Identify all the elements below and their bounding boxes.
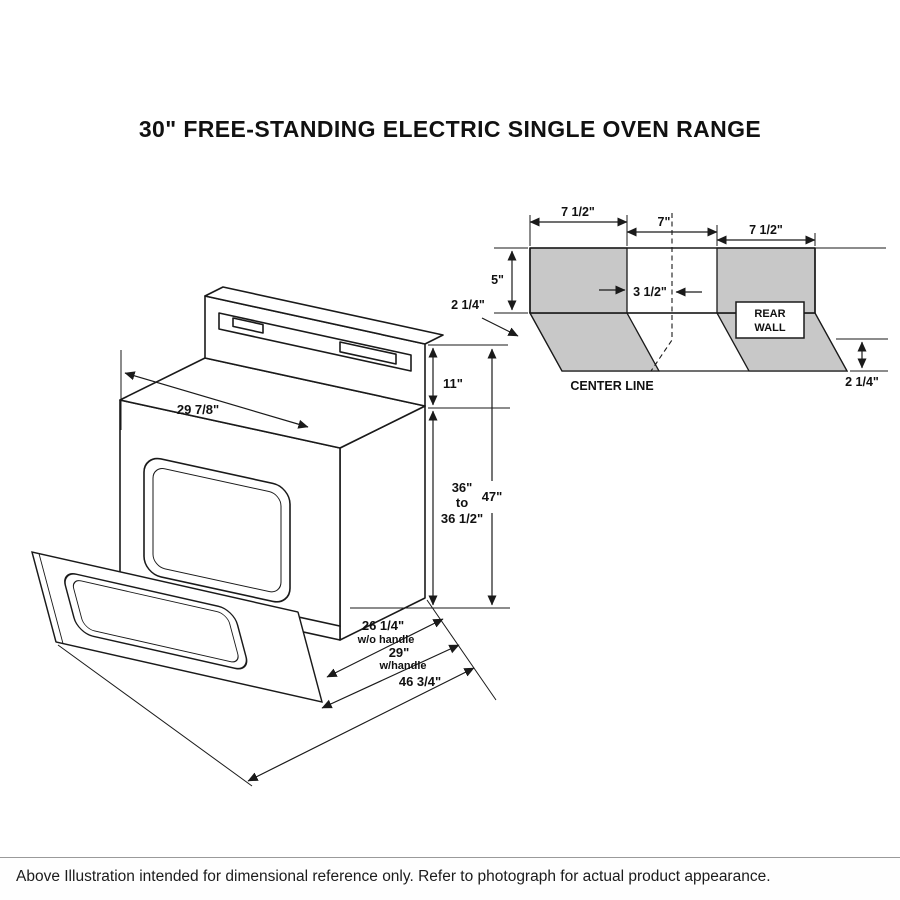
dim-label-depth-no-handle-note: w/o handle xyxy=(357,634,415,646)
footer-note: Above Illustration intended for dimensio… xyxy=(0,857,900,900)
dim-label-cooktop-width: 29 7/8" xyxy=(177,402,219,417)
oven-opening-inner-line xyxy=(152,468,282,593)
control-panel-knob-area xyxy=(232,317,264,334)
wall-extension-lines-right xyxy=(836,338,888,372)
rear-wall-box xyxy=(735,301,805,339)
backsplash-top xyxy=(204,286,444,345)
dim-label-depth-no-handle: 26 1/4" xyxy=(362,618,404,633)
control-panel-band xyxy=(218,312,412,372)
open-door-group xyxy=(31,551,323,703)
page-title: 30" FREE-STANDING ELECTRIC SINGLE OVEN R… xyxy=(138,116,762,142)
dim-label-overall-height: 47" xyxy=(482,489,503,504)
control-panel-display xyxy=(339,341,397,365)
door-edge-line xyxy=(38,553,64,644)
door-window-outline xyxy=(64,573,248,670)
dim-label-left-depth: 2 1/4" xyxy=(451,298,485,312)
rear-wall-label-line1: REAR xyxy=(754,308,785,320)
dim-label-depth-door-open: 46 3/4" xyxy=(399,674,441,689)
door-window-inner-line xyxy=(72,580,239,663)
dim-label-height-min: 36" xyxy=(452,480,473,495)
ext-lines-heights xyxy=(350,344,510,609)
oven-door-open xyxy=(31,551,323,703)
dim-label-height-max: 36 1/2" xyxy=(441,511,483,526)
dim-leader-left-depth xyxy=(481,317,519,337)
dim-label-left-section: 7 1/2" xyxy=(561,205,595,219)
dim-label-depth-with-handle-note: w/handle xyxy=(378,660,426,672)
range-dimensions: 29 7/8" 11" 36" to 36 1/2" 47" 26 1/4" w… xyxy=(57,344,510,787)
center-line-label: CENTER LINE xyxy=(570,379,653,393)
dim-label-centerline-offset: 3 1/2" xyxy=(633,285,667,299)
oven-opening-outline xyxy=(143,457,291,603)
ext-lines-depth xyxy=(57,599,497,787)
wall-extension-lines-left xyxy=(494,247,528,314)
dim-label-wall-height: 5" xyxy=(491,273,504,287)
dim-label-backsplash-height: 11" xyxy=(443,376,463,391)
dim-label-height-to: to xyxy=(456,495,468,510)
dim-label-center-section: 7" xyxy=(658,215,671,229)
dim-arrow-depth-door-open xyxy=(247,667,475,782)
dim-label-right-depth: 2 1/4" xyxy=(845,375,879,389)
rear-wall-diagram: 7 1/2" 7" 7 1/2" 5" 2 1/4" 3 1/2" CENTER… xyxy=(451,205,888,393)
dim-label-depth-with-handle: 29" xyxy=(389,645,410,660)
dim-label-right-section: 7 1/2" xyxy=(749,223,783,237)
dim-arrow-cooktop-width xyxy=(124,371,309,429)
wall-left-shaded-section xyxy=(529,247,628,314)
rear-wall-label-line2: WALL xyxy=(754,322,785,334)
